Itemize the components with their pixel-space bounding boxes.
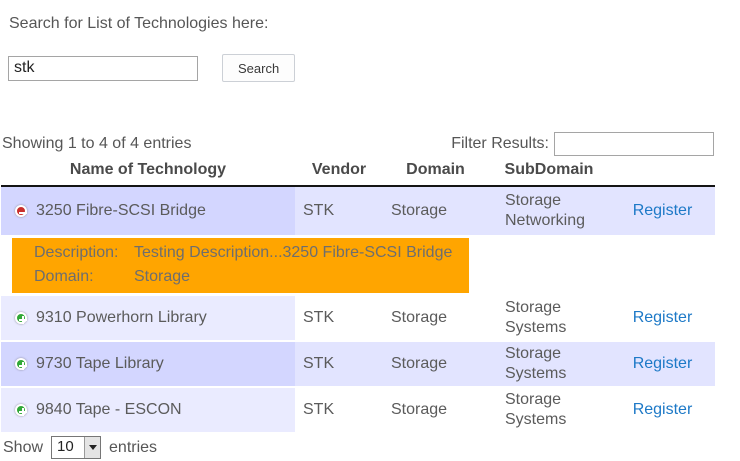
column-header-name[interactable]: Name of Technology bbox=[1, 158, 295, 187]
register-link[interactable]: Register bbox=[632, 202, 693, 219]
filter-group: Filter Results: bbox=[451, 132, 714, 156]
expand-icon[interactable] bbox=[15, 358, 27, 370]
subdomain-value: Storage Systems bbox=[488, 387, 610, 432]
technology-table: Name of Technology Vendor Domain SubDoma… bbox=[1, 158, 715, 432]
domain-value: Storage bbox=[383, 387, 488, 432]
table-row: 9840 Tape - ESCON STK Storage Storage Sy… bbox=[1, 387, 715, 432]
vendor-value: STK bbox=[295, 387, 383, 432]
expand-icon[interactable] bbox=[15, 312, 27, 324]
table-row: 3250 Fibre-SCSI Bridge STK Storage Stora… bbox=[1, 186, 715, 236]
column-header-domain[interactable]: Domain bbox=[383, 158, 488, 187]
page-size-select[interactable]: 10 bbox=[51, 436, 102, 459]
register-link[interactable]: Register bbox=[632, 309, 693, 326]
detail-row: Description: Testing Description...3250 … bbox=[1, 236, 715, 295]
domain-label: Domain: bbox=[34, 268, 94, 285]
vendor-value: STK bbox=[295, 341, 383, 387]
filter-results-input[interactable] bbox=[554, 132, 714, 156]
technology-search-input[interactable] bbox=[8, 55, 198, 81]
filter-results-label: Filter Results: bbox=[451, 135, 549, 152]
show-label: Show bbox=[3, 438, 44, 456]
search-row: Search bbox=[8, 54, 740, 82]
page-size-value: 10 bbox=[57, 438, 74, 455]
table-controls: Showing 1 to 4 of 4 entries Filter Resul… bbox=[2, 132, 714, 156]
domain-value: Storage bbox=[134, 268, 191, 285]
domain-value: Storage bbox=[383, 341, 488, 387]
vendor-value: STK bbox=[295, 295, 383, 341]
technology-name: 3250 Fibre-SCSI Bridge bbox=[36, 202, 206, 219]
technology-name: 9840 Tape - ESCON bbox=[36, 401, 182, 418]
subdomain-value: Storage Networking bbox=[488, 186, 610, 236]
table-header-row: Name of Technology Vendor Domain SubDoma… bbox=[1, 158, 715, 187]
vendor-value: STK bbox=[295, 186, 383, 236]
collapse-icon[interactable] bbox=[15, 205, 27, 217]
table-row: 9310 Powerhorn Library STK Storage Stora… bbox=[1, 295, 715, 341]
column-header-subdomain[interactable]: SubDomain bbox=[488, 158, 610, 187]
description-value: Testing Description...3250 Fibre-SCSI Br… bbox=[134, 244, 453, 261]
expand-icon[interactable] bbox=[15, 404, 27, 416]
entries-label: entries bbox=[109, 438, 158, 456]
column-header-action bbox=[610, 158, 715, 187]
technology-name: 9730 Tape Library bbox=[36, 355, 164, 372]
subdomain-value: Storage Systems bbox=[488, 341, 610, 387]
search-button[interactable]: Search bbox=[222, 54, 296, 82]
description-label: Description: bbox=[34, 244, 119, 261]
subdomain-value: Storage Systems bbox=[488, 295, 610, 341]
domain-value: Storage bbox=[383, 186, 488, 236]
column-header-vendor[interactable]: Vendor bbox=[295, 158, 383, 187]
table-row: 9730 Tape Library STK Storage Storage Sy… bbox=[1, 341, 715, 387]
domain-value: Storage bbox=[383, 295, 488, 341]
register-link[interactable]: Register bbox=[632, 401, 693, 418]
page-size-controls: Show 10 entries bbox=[3, 436, 740, 459]
chevron-down-icon bbox=[84, 437, 101, 458]
showing-entries-text: Showing 1 to 4 of 4 entries bbox=[2, 135, 192, 152]
detail-panel: Description: Testing Description...3250 … bbox=[12, 238, 469, 293]
register-link[interactable]: Register bbox=[632, 355, 693, 372]
search-section-label: Search for List of Technologies here: bbox=[9, 15, 269, 32]
technology-name: 9310 Powerhorn Library bbox=[36, 309, 207, 326]
